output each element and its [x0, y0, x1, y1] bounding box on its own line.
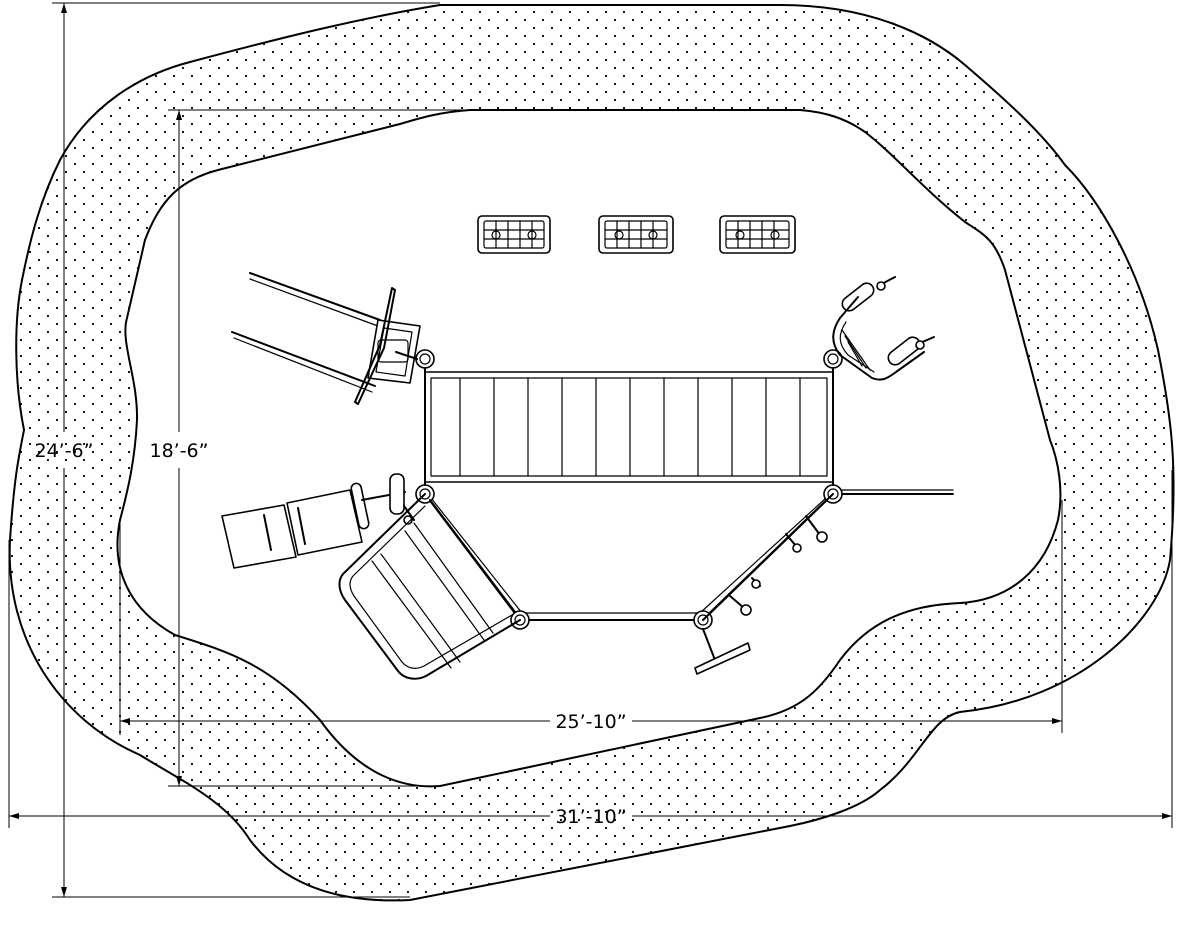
dimension-outer-width: 31’-10” — [8, 470, 1173, 828]
left-bench-station — [221, 473, 415, 569]
lower-left-frame-station — [338, 493, 521, 680]
stepping-pad — [477, 215, 551, 254]
stepping-pad — [598, 215, 674, 254]
label-inner-width: 25’-10” — [555, 711, 626, 733]
label-outer-height: 24’-6” — [34, 440, 93, 462]
upper-right-station — [832, 276, 935, 381]
outer-boundary — [8, 4, 1175, 902]
outer-surface-zone — [9, 5, 1174, 901]
central-rail-frame — [424, 371, 954, 621]
lower-right-peg-station — [694, 493, 834, 675]
label-outer-width: 31’-10” — [555, 806, 626, 828]
label-inner-height: 18’-6” — [149, 440, 208, 462]
dimension-outer-height: 24’-6” — [34, 2, 440, 898]
dimension-inner-height: 18’-6” — [149, 109, 470, 787]
dimension-inner-width: 25’-10” — [119, 500, 1063, 735]
upper-left-station — [231, 272, 421, 405]
post — [415, 349, 435, 369]
inner-boundary — [116, 109, 1062, 788]
stepping-pad — [719, 215, 796, 254]
